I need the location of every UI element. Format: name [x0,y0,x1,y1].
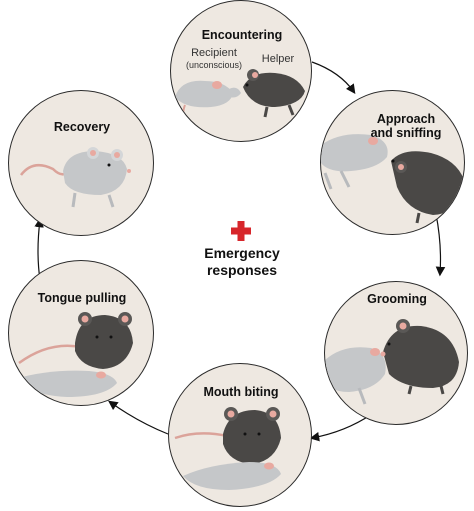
stage-title-encountering: Encountering [201,28,283,42]
helper-mouse-icon [391,151,464,224]
recipient-mouse-icon [20,147,131,208]
recovery-scene [20,147,131,208]
helper-mouse-icon [174,407,281,464]
recipient-mouse-icon [325,347,386,405]
grooming-scene [325,319,459,405]
red-cross-icon [231,221,251,241]
recipient-mouse-icon [175,80,241,120]
recipient-note: (unconscious) [185,60,243,70]
stage-title-mouth-biting: Mouth biting [203,385,279,399]
tongue-pulling-scene [15,312,133,397]
arrow-mouth-biting-to-tongue-pulling [108,400,169,435]
panel-mouth-biting: Mouth biting [168,363,312,507]
recipient-mouse-icon [15,370,117,397]
panel-approach-and-sniffing: Approach and sniffing [320,90,465,235]
helper-mouse-icon [380,319,459,395]
helper-mouse-icon [18,312,133,369]
recipient-label: Recipient [191,47,237,59]
recipient-mouse-icon [183,462,281,490]
helper-mouse-icon [243,69,305,118]
panel-recovery: Recovery [8,90,154,236]
panel-encountering: Encountering Recipient (unconscious) Hel… [170,0,312,142]
stage-title-recovery: Recovery [53,120,111,134]
mouth-biting-scene [174,407,281,490]
arrow-encountering-to-approach [311,61,356,94]
stage-title-grooming: Grooming [367,292,427,306]
approach-scene [321,134,464,224]
panel-grooming: Grooming [324,281,468,425]
panel-tongue-pulling: Tongue pulling [8,260,154,406]
center-label-line1: Emergency [204,245,280,261]
recipient-mouse-icon [321,134,388,190]
stage-title-sniffing: and sniffing [370,126,442,140]
center-label: Emergency responses [187,245,297,279]
stage-title-approach: Approach [376,112,436,126]
helper-label: Helper [261,53,295,65]
center-label-line2: responses [206,262,278,278]
stage-title-tongue-pulling: Tongue pulling [37,291,127,305]
encountering-scene [175,69,305,120]
